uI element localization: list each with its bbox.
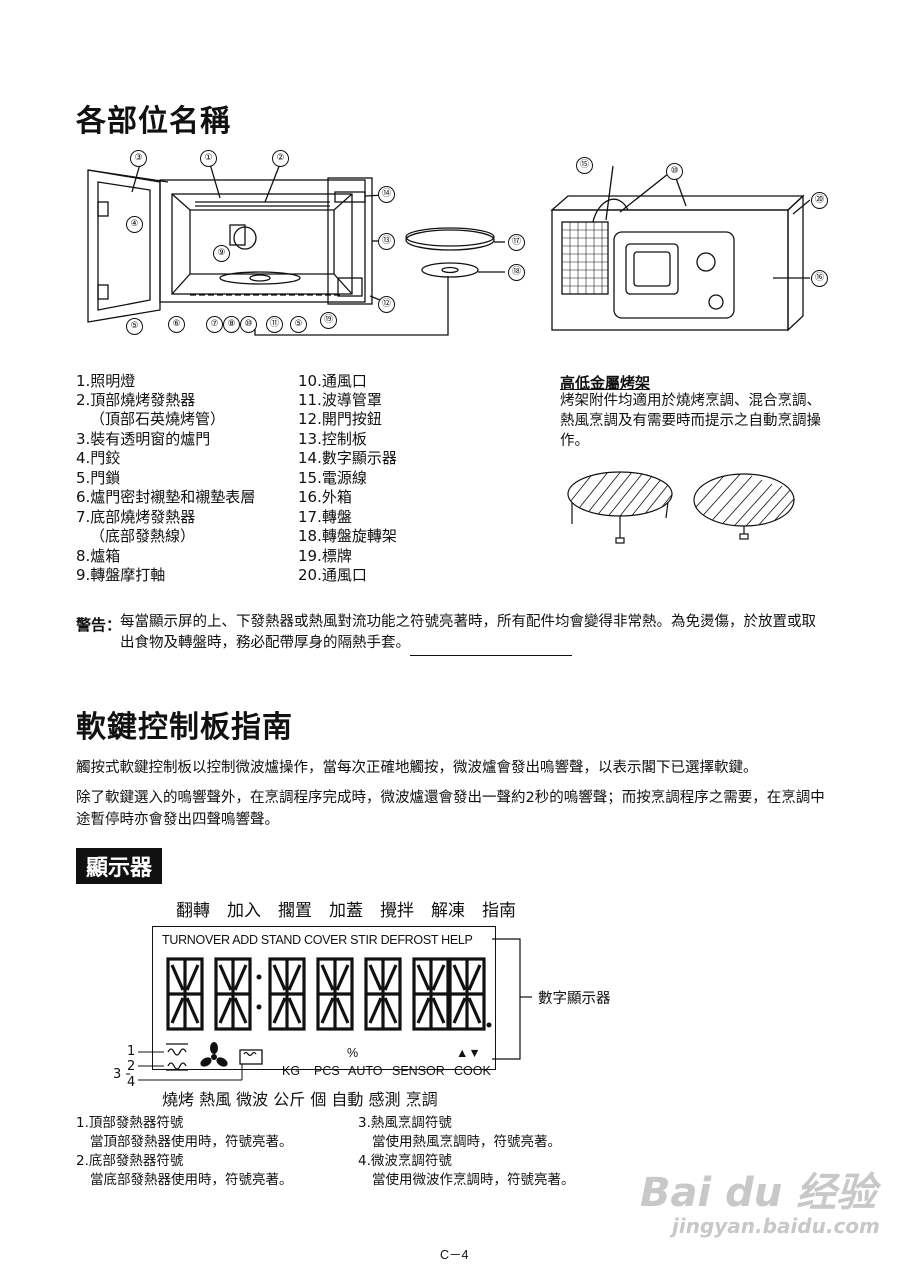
part-item: 11.波導管罩 [298,391,382,409]
digital-display-label: 數字顯示器 [538,991,611,1007]
part-item: 16.外箱 [298,488,352,506]
display-note: 當使用熱風烹調時，符號亮著。 [372,1134,561,1150]
part-item: 4.門鉸 [76,449,121,467]
callout-12: ⑫ [378,296,395,313]
lcd-symbols [166,1042,263,1071]
warning-text: 每當顯示屏的上、下發熱器或熱風對流功能之符號亮著時，所有配件均會變得非常熱。為免… [120,614,816,651]
page-number: C－4 [440,1248,469,1262]
part-item: 19.標牌 [298,547,352,565]
warning-label: 警告： [76,616,122,634]
lcd-auto-label: AUTO [348,1064,383,1078]
display-note: 當底部發熱器使用時，符號亮著。 [90,1172,293,1188]
callout-19: ⑲ [320,312,337,329]
display-note: 2.底部發熱器符號 [76,1153,184,1169]
oven-front-diagram [87,163,505,336]
rack-description: 烤架附件均適用於燒烤烹調、混合烹調、熱風烹調及有需要時而提示之自動烹調操作。 [560,393,821,449]
callout-20: ⑳ [811,192,828,209]
part-item: 3.裝有透明窗的爐門 [76,430,211,448]
part-item: 6.爐門密封襯墊和襯墊表層 [76,488,256,506]
part-item: 14.數字顯示器 [298,449,397,467]
callout-16: ⑯ [811,270,828,287]
display-top-en-labels: TURNOVER ADD STAND COVER STIR DEFROST HE… [162,933,473,947]
display-top-cn-labels: 翻轉 加入 擱置 加蓋 攪拌 解凍 指南 [176,901,516,921]
softkey-para-2: 除了軟鍵選入的嗚響聲外，在烹調程序完成時，微波爐還會發出一聲約2秒的嗚響聲；而按… [76,790,825,828]
baidu-watermark-url: jingyan.baidu.com [672,1214,880,1238]
softkey-para-1: 觸按式軟鍵控制板以控制微波爐操作，當每次正確地觸按，微波爐會發出嗚響聲，以表示閣… [76,760,758,776]
indicator-num-4: 4 [127,1075,136,1090]
display-note: 3.熱風烹調符號 [358,1115,452,1131]
part-item: 17.轉盤 [298,508,352,526]
lcd-cook-label: COOK [454,1064,491,1078]
rack-title: 高低金屬烤架 [560,374,651,392]
callout-15: ⑮ [576,157,593,174]
callout-14: ⑭ [378,186,395,203]
metal-rack-illustration [567,471,795,544]
display-note: 當頂部發熱器使用時，符號亮著。 [90,1134,293,1150]
part-item: 20.通風口 [298,566,367,584]
lcd-arrows-icon: ▲▼ [456,1046,481,1060]
callout-18: ⑱ [508,264,525,281]
callout-17: ⑰ [508,234,525,251]
callout-8: ⑧ [223,316,240,333]
callout-5a: ⑤ [126,318,143,335]
warning-underline [410,655,572,656]
display-note: 4.微波烹調符號 [358,1153,452,1169]
lcd-panel [152,926,496,1070]
lcd-percent-label: % [347,1046,359,1060]
part-item: 12.開門按鈕 [298,410,382,428]
part-item: 9.轉盤摩打軸 [76,566,166,584]
callout-3: ③ [130,150,147,167]
indicator-num-1: 1 [127,1044,136,1059]
lcd-pcs-label: PCS [314,1064,340,1078]
part-item: 2.頂部燒烤發熱器 [76,391,196,409]
callout-6: ⑥ [168,316,185,333]
callout-9: ⑨ [213,245,230,262]
callout-7: ⑦ [206,316,223,333]
digital-display-bracket [492,938,532,1060]
display-note: 1.頂部發熱器符號 [76,1115,184,1131]
baidu-watermark-logo: Bai du 经验 [640,1170,877,1216]
callout-4: ④ [126,216,143,233]
lcd-sensor-label: SENSOR [392,1064,445,1078]
display-note: 當使用微波作烹調時，符號亮著。 [372,1172,575,1188]
callout-5b: ⑤ [290,316,307,333]
part-item: 7.底部燒烤發熱器 [76,508,196,526]
part-item: （底部發熱線） [90,527,196,545]
callout-2: ② [272,150,289,167]
callout-13: ⑬ [378,233,395,250]
callout-10a: ⑩ [240,316,257,333]
oven-back-diagram [550,165,811,332]
indicator-num-2: 2 [127,1059,136,1074]
indicator-num-3: 3 [113,1067,122,1082]
part-item: 1.照明燈 [76,372,136,390]
callout-11: ⑪ [266,316,283,333]
part-item: 15.電源線 [298,469,367,487]
lcd-kg-label: KG [282,1064,301,1078]
display-section-title: 顯示器 [76,848,163,884]
part-item: 5.門鎖 [76,469,121,487]
section-title-softkey: 軟鍵控制板指南 [76,710,293,745]
callout-10b: ⑩ [666,163,683,180]
part-item: 18.轉盤旋轉架 [298,527,397,545]
callout-1: ① [200,150,217,167]
part-item: 8.爐箱 [76,547,121,565]
lcd-digits [166,957,492,1031]
part-item: 10.通風口 [298,372,367,390]
section-title-parts: 各部位名稱 [76,104,231,139]
display-bottom-cn-labels: 燒烤 熱風 微波 公斤 個 自動 感測 烹調 [162,1090,438,1109]
indicator-leader-lines [126,1051,243,1081]
part-item: 13.控制板 [298,430,367,448]
part-item: （頂部石英燒烤管） [90,410,226,428]
